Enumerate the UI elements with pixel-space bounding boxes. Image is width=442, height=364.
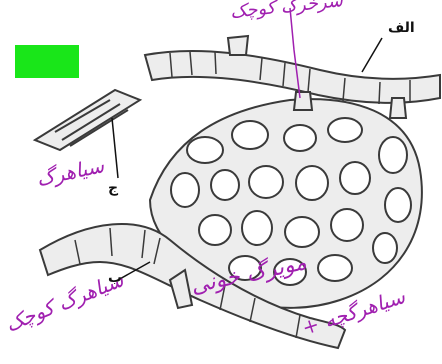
label-alef: الف — [388, 20, 415, 36]
small-vessel — [35, 90, 140, 150]
arteriole-vessel — [145, 36, 440, 104]
green-marker — [15, 45, 79, 78]
label-jim: ج — [108, 180, 118, 196]
